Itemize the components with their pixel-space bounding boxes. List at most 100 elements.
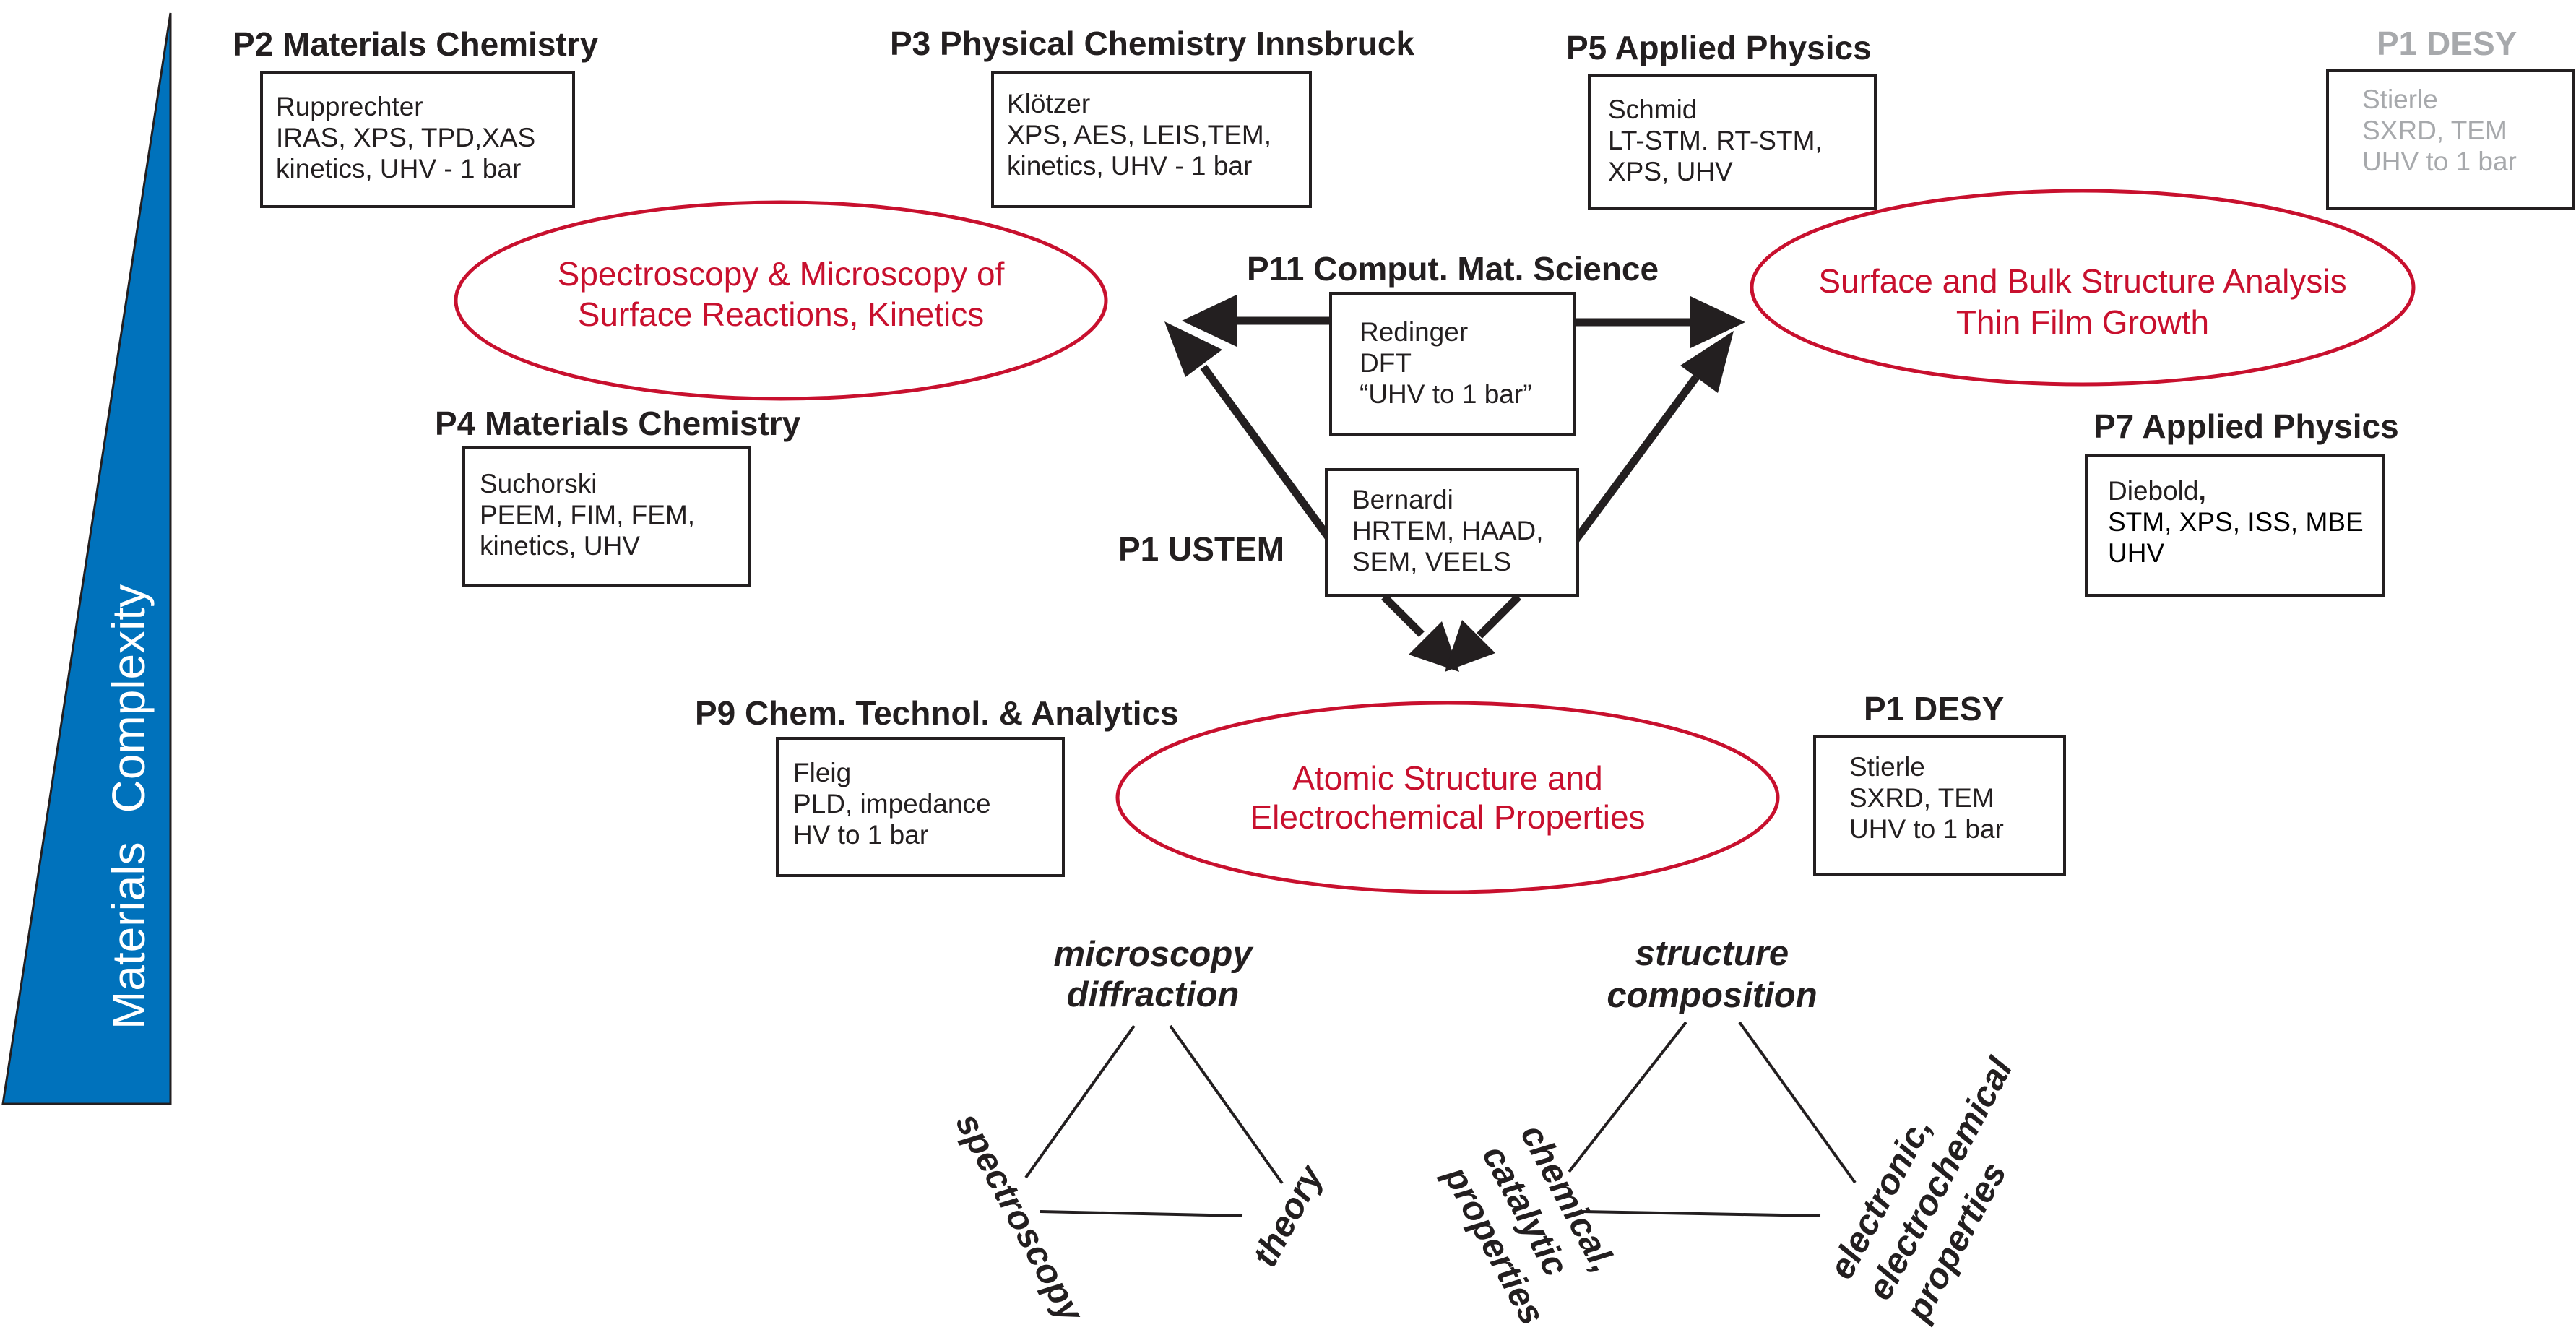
group-p1-desy-top: P1 DESY Stierle SXRD, TEM UHV to 1 bar — [2326, 25, 2575, 210]
theme-structure-line-2: Thin Film Growth — [1956, 303, 2209, 341]
box-p7-line-1: Diebold, — [2108, 476, 2206, 506]
methods-triangle-right-edge — [1169, 1024, 1284, 1185]
group-p7: P7 Applied Physics Diebold, STM, XPS, IS… — [2085, 407, 2399, 597]
arrowhead-down-right — [1445, 620, 1495, 672]
methods-triangle-top-line-1: microscopy — [1053, 935, 1254, 974]
box-p9 — [776, 737, 1065, 877]
arrowhead-diagonal-left — [1164, 321, 1222, 377]
group-title-p2: P2 Materials Chemistry — [233, 25, 599, 63]
box-p3 — [991, 71, 1312, 208]
theme-ellipse-spectroscopy — [454, 200, 1108, 401]
arrow-down-left-shaft — [1381, 594, 1425, 637]
theme-spectroscopy: Spectroscopy & Microscopy of Surface Rea… — [454, 200, 1108, 401]
arrowhead-down-left — [1409, 621, 1459, 672]
methods-triangle-top-line-2: diffraction — [1067, 975, 1240, 1014]
box-p9-line-2: PLD, impedance — [793, 789, 991, 819]
theme-atomic: Atomic Structure and Electrochemical Pro… — [1115, 701, 1780, 894]
box-p2-line-3: kinetics, UHV - 1 bar — [276, 154, 521, 183]
arrowhead-right — [1690, 296, 1745, 348]
connection-arrows — [1164, 295, 1745, 672]
theme-structure-line-1: Surface and Bulk Structure Analysis — [1818, 262, 2346, 300]
box-p1-desy-bottom-line-1: Stierle — [1849, 752, 1925, 782]
group-title-p9: P9 Chem. Technol. & Analytics — [695, 694, 1179, 732]
box-p7-name: Diebold — [2108, 476, 2198, 506]
properties-triangle-left-edge — [1568, 1021, 1687, 1173]
group-p1-desy-bottom: P1 DESY Stierle SXRD, TEM UHV to 1 bar — [1813, 690, 2066, 876]
box-p1-desy-bottom — [1813, 735, 2066, 876]
theme-spectroscopy-line-2: Surface Reactions, Kinetics — [578, 295, 985, 333]
box-p1-ustem-line-3: SEM, VEELS — [1352, 547, 1511, 577]
box-p1-desy-bottom-line-2: SXRD, TEM — [1849, 783, 1994, 813]
properties-triangle-top-line-1: structure — [1635, 934, 1789, 973]
box-p9-line-3: HV to 1 bar — [793, 820, 928, 850]
properties-triangle-right-edge — [1738, 1021, 1857, 1184]
group-title-p5: P5 Applied Physics — [1566, 29, 1872, 66]
complexity-wedge — [1, 12, 172, 1105]
axis-label-part1: Materials — [103, 842, 155, 1029]
box-p2-line-1: Rupprechter — [276, 92, 423, 121]
theme-ellipse-structure — [1750, 189, 2416, 387]
box-p11-line-1: Redinger — [1360, 317, 1468, 347]
properties-triangle-base — [1581, 1210, 1821, 1217]
arrow-down-right-shaft — [1477, 594, 1521, 639]
theme-structure: Surface and Bulk Structure Analysis Thin… — [1750, 189, 2416, 387]
axis-label: Materials Complexity — [103, 584, 155, 1029]
axis-label-part2: Complexity — [103, 584, 155, 813]
box-p7-line-3: UHV — [2108, 538, 2164, 568]
arrow-diagonal-left-shaft — [1200, 364, 1334, 543]
box-p9-line-1: Fleig — [793, 758, 851, 787]
arrowhead-diagonal-right — [1680, 331, 1734, 393]
group-title-p4: P4 Materials Chemistry — [435, 405, 801, 442]
box-p1-ustem-line-2: HRTEM, HAAD, — [1352, 516, 1544, 545]
box-p3-line-2: XPS, AES, LEIS,TEM, — [1007, 120, 1271, 150]
group-p5: P5 Applied Physics Schmid LT-STM. RT-STM… — [1566, 29, 1877, 210]
group-p4: P4 Materials Chemistry Suchorski PEEM, F… — [435, 405, 801, 587]
group-title-p1-desy-top: P1 DESY — [2377, 25, 2517, 62]
box-p5-line-3: XPS, UHV — [1608, 157, 1733, 186]
theme-atomic-line-2: Electrochemical Properties — [1250, 798, 1645, 836]
box-p1-desy-top-line-2: SXRD, TEM — [2362, 116, 2507, 145]
group-p1-ustem: P1 USTEM Bernardi HRTEM, HAAD, SEM, VEEL… — [1118, 468, 1579, 597]
methods-triangle-left-edge — [1024, 1024, 1136, 1179]
box-p5 — [1588, 74, 1877, 210]
box-p5-line-2: LT-STM. RT-STM, — [1608, 126, 1823, 155]
group-p9: P9 Chem. Technol. & Analytics Fleig PLD,… — [695, 694, 1179, 877]
arrow-diagonal-right-shaft — [1570, 374, 1700, 546]
group-title-p3: P3 Physical Chemistry Innsbruck — [890, 25, 1414, 62]
group-title-p1-ustem: P1 USTEM — [1118, 530, 1284, 568]
theme-ellipse-atomic — [1115, 701, 1780, 894]
box-p5-line-1: Schmid — [1608, 95, 1697, 124]
methods-triangle-right-label: theory — [1245, 1157, 1331, 1273]
theme-spectroscopy-line-1: Spectroscopy & Microscopy of — [558, 255, 1005, 293]
group-title-p7: P7 Applied Physics — [2093, 407, 2399, 445]
box-p7 — [2085, 454, 2385, 597]
box-p4-line-2: PEEM, FIM, FEM, — [480, 500, 695, 530]
group-p11: P11 Comput. Mat. Science Redinger DFT “U… — [1247, 250, 1659, 436]
box-p3-line-3: kinetics, UHV - 1 bar — [1007, 151, 1252, 181]
group-title-p1-desy-bottom: P1 DESY — [1864, 690, 2004, 727]
box-p4 — [462, 446, 751, 587]
box-p2-line-2: IRAS, XPS, TPD,XAS — [276, 123, 535, 152]
properties-triangle: structure composition chemical, catalyti… — [1435, 934, 2020, 1331]
methods-triangle-left-label: spectroscopy — [948, 1107, 1092, 1330]
arrowhead-left — [1182, 295, 1237, 347]
box-p7-comma: , — [2198, 476, 2205, 506]
box-p11-line-3: “UHV to 1 bar” — [1360, 379, 1532, 409]
group-p2: P2 Materials Chemistry Rupprechter IRAS,… — [233, 25, 599, 208]
box-p1-ustem — [1325, 468, 1579, 597]
theme-atomic-line-1: Atomic Structure and — [1292, 759, 1603, 797]
group-p3: P3 Physical Chemistry Innsbruck Klötzer … — [890, 25, 1414, 208]
properties-triangle-top-line-2: composition — [1607, 976, 1817, 1015]
box-p11-line-2: DFT — [1360, 348, 1412, 378]
box-p1-desy-top — [2326, 69, 2575, 210]
materials-complexity-axis: Materials Complexity — [1, 12, 172, 1105]
box-p1-desy-bottom-line-3: UHV to 1 bar — [1849, 814, 2004, 844]
box-p4-line-1: Suchorski — [480, 469, 597, 498]
box-p11 — [1329, 292, 1576, 436]
box-p2 — [260, 71, 575, 208]
methods-triangle: microscopy diffraction spectroscopy theo… — [948, 935, 1331, 1330]
box-p1-desy-top-line-3: UHV to 1 bar — [2362, 147, 2517, 176]
box-p3-line-1: Klötzer — [1007, 89, 1090, 118]
methods-triangle-base — [1040, 1210, 1243, 1217]
